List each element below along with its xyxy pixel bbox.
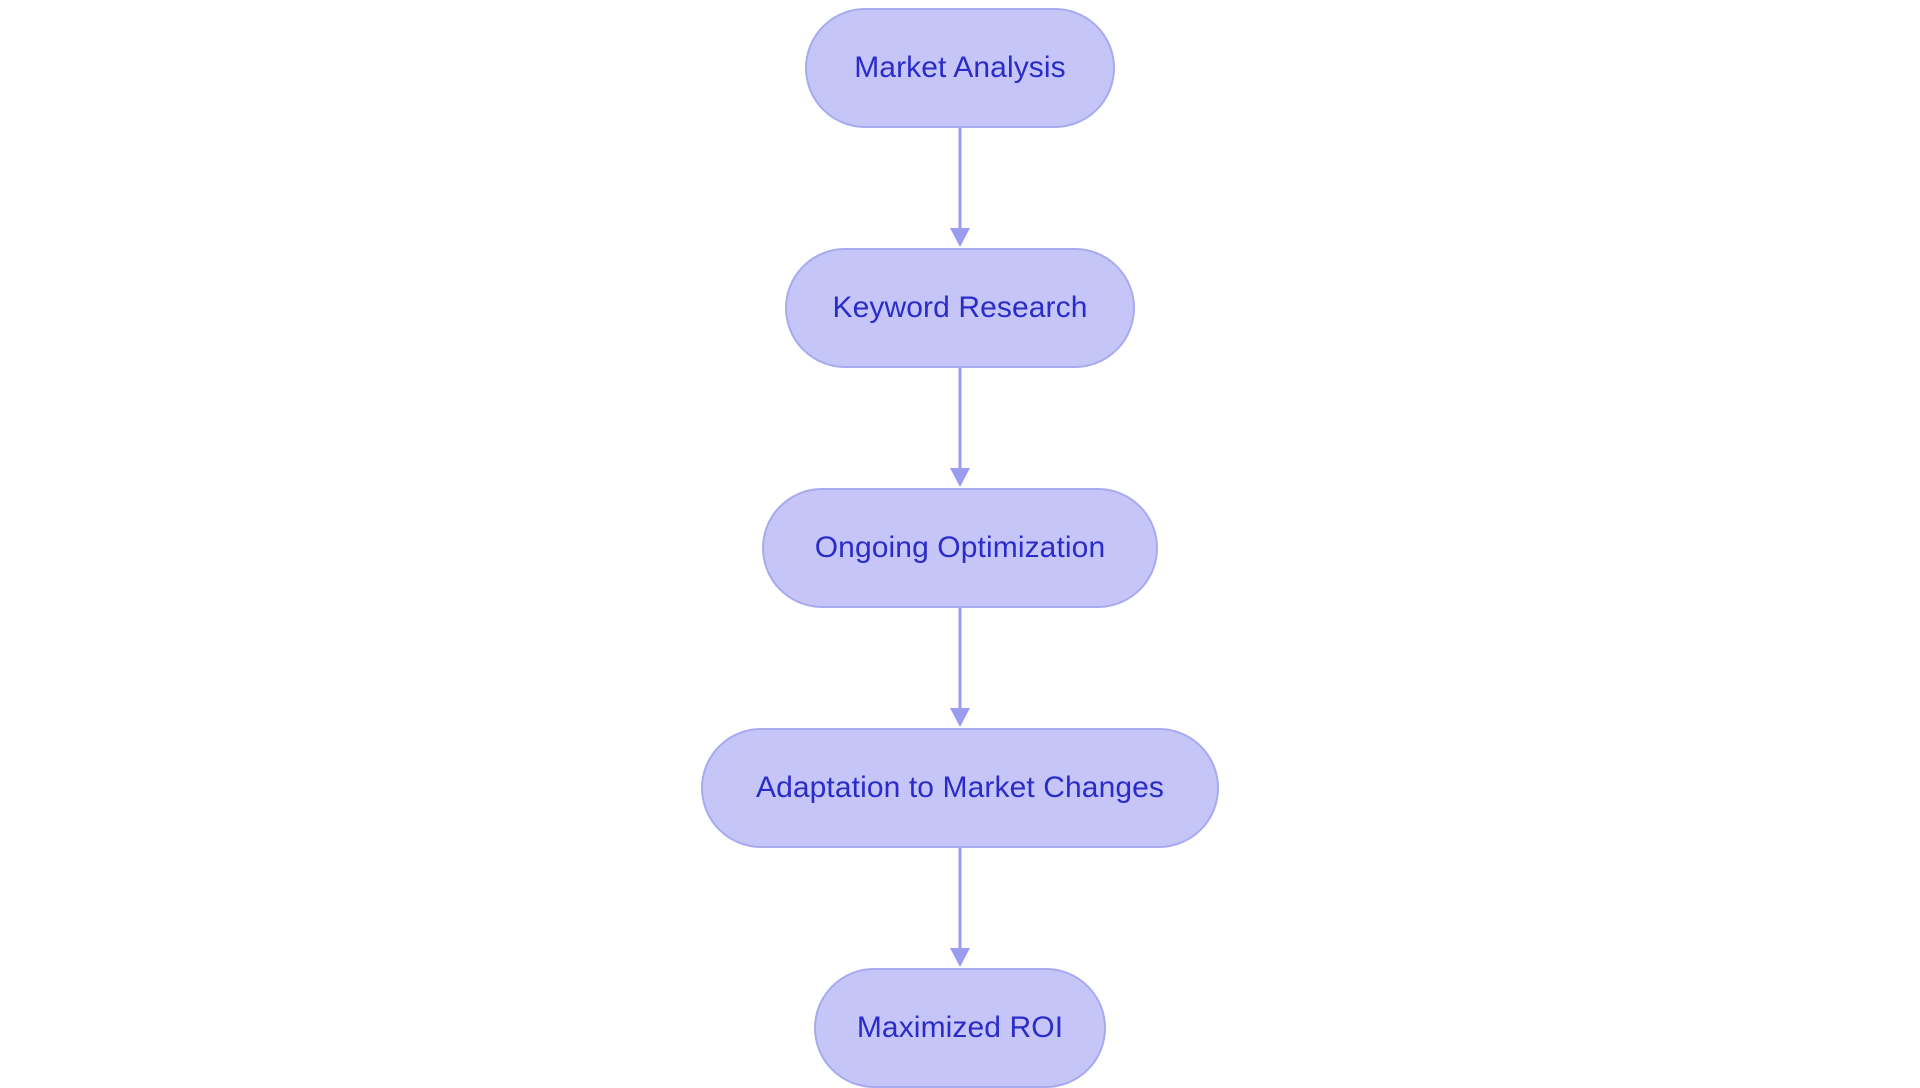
down-arrow-icon <box>950 948 970 967</box>
flow-node-label: Market Analysis <box>854 51 1066 84</box>
down-arrow-icon <box>950 228 970 247</box>
down-arrow-icon <box>950 708 970 727</box>
flow-node-ongoing-optimization[interactable]: Ongoing Optimization <box>762 488 1158 608</box>
flow-node-label: Maximized ROI <box>856 1011 1064 1044</box>
flow-edge-market-analysis-to-keyword-research <box>945 128 975 248</box>
flow-node-adaptation-to-market-changes[interactable]: Adaptation to Market Changes <box>701 728 1219 848</box>
flow-node-keyword-research[interactable]: Keyword Research <box>785 248 1135 368</box>
flow-edge-adaptation-to-market-changes-to-maximized-roi <box>945 848 975 968</box>
flow-node-label: Ongoing Optimization <box>814 531 1106 564</box>
flow-edge-keyword-research-to-ongoing-optimization <box>945 368 975 488</box>
flow-edge-ongoing-optimization-to-adaptation-to-market-changes <box>945 608 975 728</box>
flow-node-market-analysis[interactable]: Market Analysis <box>805 8 1115 128</box>
flow-node-maximized-roi[interactable]: Maximized ROI <box>814 968 1106 1088</box>
flow-node-label: Keyword Research <box>832 291 1088 324</box>
down-arrow-icon <box>950 468 970 487</box>
flow-node-label: Adaptation to Market Changes <box>755 771 1165 804</box>
